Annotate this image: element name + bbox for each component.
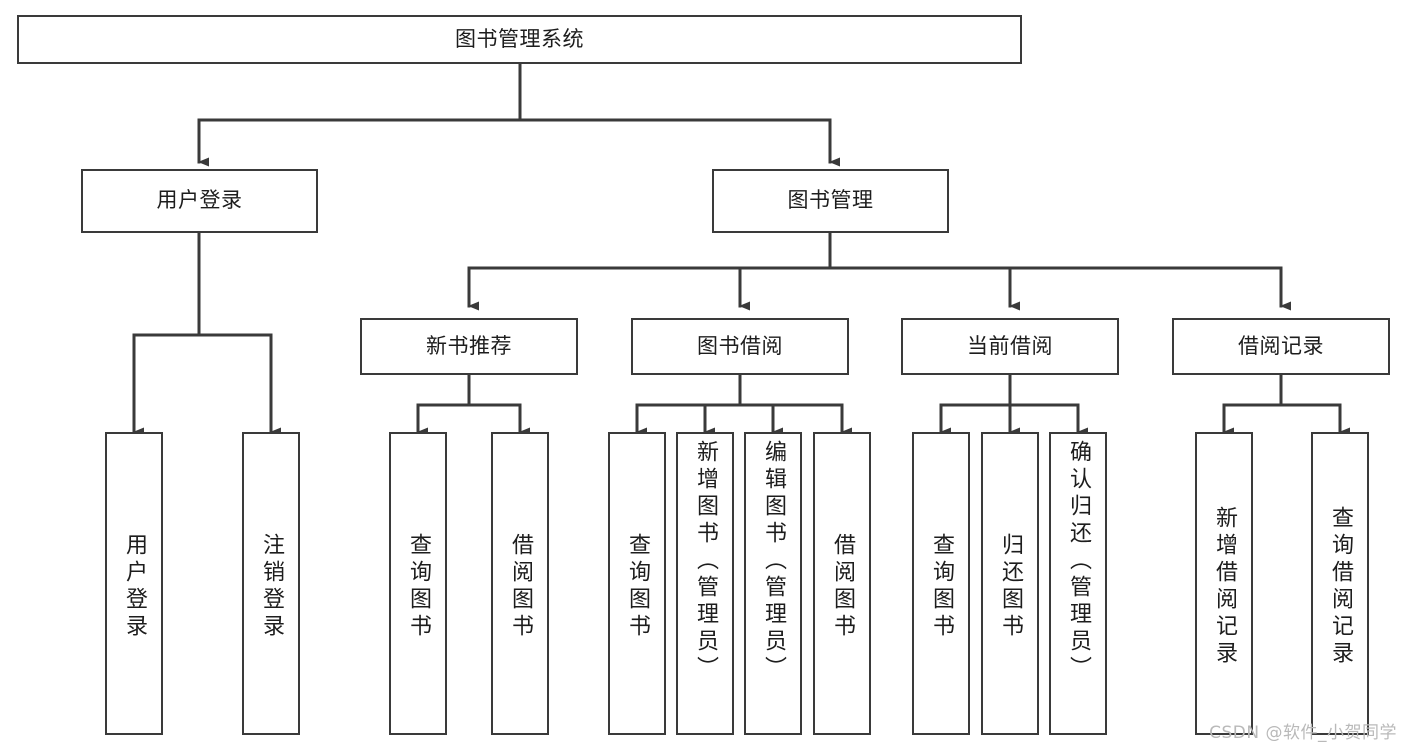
node-root-system[interactable]: 图书管理系统 [17, 15, 1022, 64]
node-leaf-edit-book[interactable]: 编辑图书（管理员） [744, 432, 802, 735]
node-leaf-borrow-book-2-label: 借阅图书 [830, 532, 855, 641]
node-leaf-return-book-label: 归还图书 [998, 532, 1023, 641]
node-new-book-recommend[interactable]: 新书推荐 [360, 318, 578, 375]
node-leaf-query-book-1[interactable]: 查询图书 [389, 432, 447, 735]
node-leaf-borrow-book-1-label: 借阅图书 [508, 532, 533, 641]
node-leaf-user-logout-label: 注销登录 [259, 532, 284, 641]
node-book-manage-label: 图书管理 [787, 188, 874, 213]
node-borrow-record-label: 借阅记录 [1238, 333, 1324, 358]
node-current-borrow[interactable]: 当前借阅 [901, 318, 1119, 375]
node-book-manage[interactable]: 图书管理 [712, 169, 949, 233]
node-leaf-confirm-return[interactable]: 确认归还（管理员） [1049, 432, 1107, 735]
node-new-book-recommend-label: 新书推荐 [426, 333, 512, 358]
node-leaf-borrow-book-1[interactable]: 借阅图书 [491, 432, 549, 735]
node-leaf-add-book[interactable]: 新增图书（管理员） [676, 432, 734, 735]
node-borrow-record[interactable]: 借阅记录 [1172, 318, 1390, 375]
node-leaf-user-login-label: 用户登录 [122, 532, 147, 641]
node-leaf-add-book-label: 新增图书（管理员） [693, 440, 718, 683]
node-user-login[interactable]: 用户登录 [81, 169, 318, 233]
node-leaf-query-book-3-label: 查询图书 [929, 532, 954, 641]
node-leaf-user-login[interactable]: 用户登录 [105, 432, 163, 735]
node-leaf-confirm-return-label: 确认归还（管理员） [1066, 440, 1091, 683]
node-user-login-label: 用户登录 [156, 188, 243, 213]
node-leaf-add-record-label: 新增借阅记录 [1212, 505, 1237, 668]
node-leaf-query-book-2-label: 查询图书 [625, 532, 650, 641]
node-leaf-user-logout[interactable]: 注销登录 [242, 432, 300, 735]
node-leaf-query-record-label: 查询借阅记录 [1328, 505, 1353, 668]
node-book-borrow[interactable]: 图书借阅 [631, 318, 849, 375]
node-root-system-label: 图书管理系统 [455, 26, 584, 51]
node-leaf-borrow-book-2[interactable]: 借阅图书 [813, 432, 871, 735]
node-leaf-query-record[interactable]: 查询借阅记录 [1311, 432, 1369, 735]
node-leaf-add-record[interactable]: 新增借阅记录 [1195, 432, 1253, 735]
node-leaf-query-book-1-label: 查询图书 [406, 532, 431, 641]
node-leaf-query-book-2[interactable]: 查询图书 [608, 432, 666, 735]
node-current-borrow-label: 当前借阅 [967, 333, 1053, 358]
node-leaf-return-book[interactable]: 归还图书 [981, 432, 1039, 735]
node-leaf-query-book-3[interactable]: 查询图书 [912, 432, 970, 735]
node-leaf-edit-book-label: 编辑图书（管理员） [761, 440, 786, 683]
node-book-borrow-label: 图书借阅 [697, 333, 783, 358]
